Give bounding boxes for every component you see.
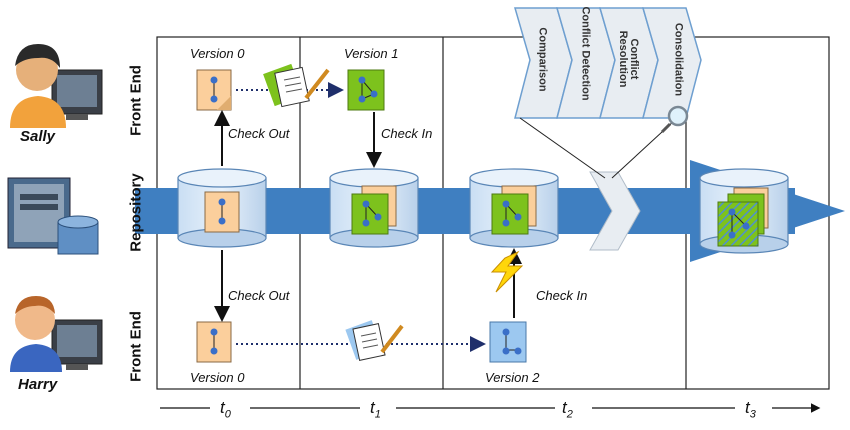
- notepad-icon-sally: [263, 63, 330, 108]
- magnifier-icon: [660, 105, 689, 134]
- merge-step-conflict-detection: Conflict Detection: [579, 6, 592, 101]
- time-label-t0: t0: [220, 398, 231, 421]
- time-label-t3: t3: [745, 398, 756, 421]
- merge-step-conflict-resolution: Conflict Resolution: [617, 30, 640, 88]
- harry-avatar: [10, 296, 103, 372]
- actor-sally-label: Sally: [20, 128, 56, 145]
- doc-repo-t3: [717, 187, 769, 247]
- action-label-sally-checkout: Check Out: [228, 126, 290, 141]
- doc-repo-t0: [204, 191, 240, 233]
- actor-harry-label: Harry: [18, 376, 58, 393]
- action-label-harry-checkin: Check In: [536, 288, 588, 303]
- merge-steps-group: [514, 7, 702, 119]
- row-label-repository: Repository: [127, 173, 145, 252]
- row-label-front-end-bottom: Front End: [127, 311, 145, 382]
- doc-harry-v2: [489, 321, 527, 363]
- time-label-t1: t1: [370, 398, 381, 421]
- doc-repo-t1: [351, 185, 397, 235]
- version-label-sally-v0: Version 0: [190, 46, 245, 61]
- conflict-lightning-icon: [490, 250, 524, 293]
- merge-step-consolidation: Consolidation: [672, 22, 685, 97]
- version-label-sally-v1: Version 1: [344, 46, 399, 61]
- action-label-harry-checkout: Check Out: [228, 288, 290, 303]
- row-label-front-end-top: Front End: [127, 65, 145, 136]
- zoom-line-left: [519, 117, 606, 179]
- version-label-harry-v2: Version 2: [485, 370, 540, 385]
- doc-harry-v0: [196, 321, 232, 363]
- action-label-sally-checkin: Check In: [381, 126, 433, 141]
- doc-sally-v0: [196, 69, 232, 111]
- notepad-icon-harry: [345, 320, 404, 361]
- version-label-harry-v0: Version 0: [190, 370, 245, 385]
- doc-sally-v1: [347, 69, 385, 111]
- doc-repo-t2: [491, 185, 537, 235]
- merge-step-comparison: Comparison: [536, 27, 549, 92]
- server-icon: [7, 177, 99, 255]
- sally-avatar: [10, 44, 103, 128]
- time-label-t2: t2: [562, 398, 573, 421]
